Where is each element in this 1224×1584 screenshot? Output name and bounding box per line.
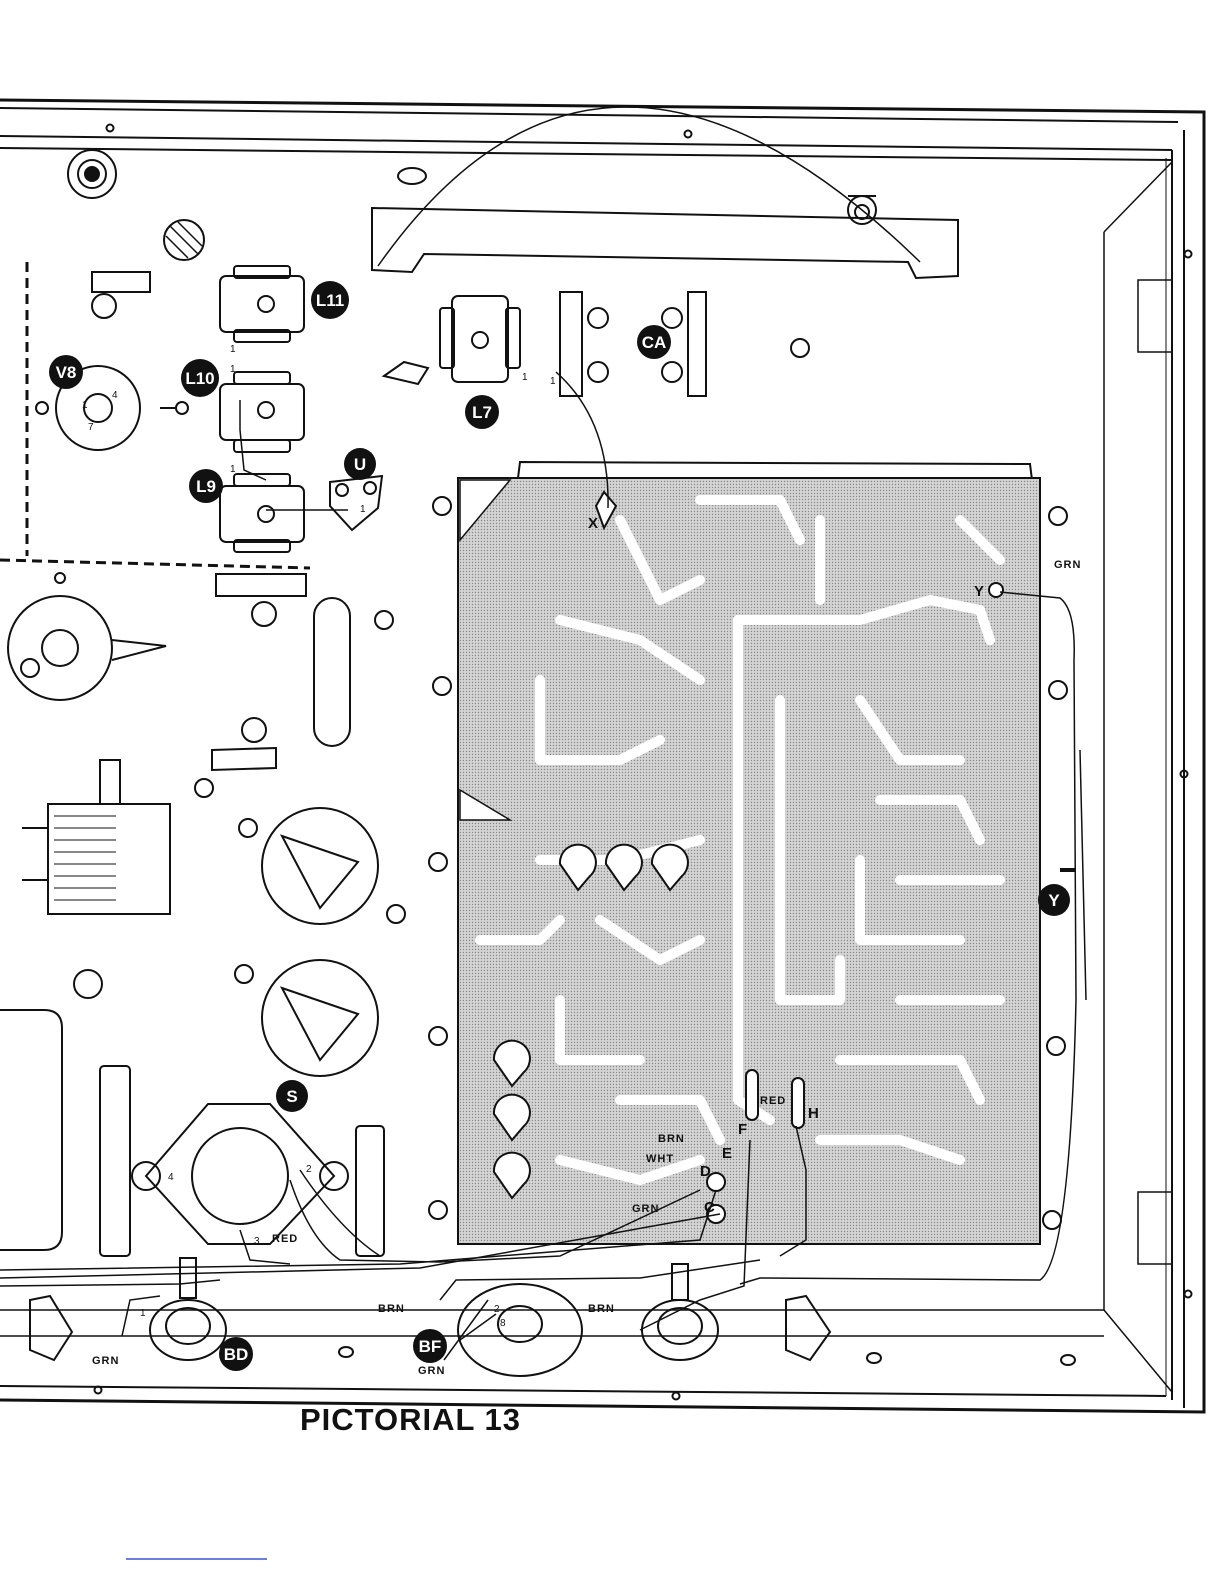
octal-tube-socket bbox=[8, 573, 166, 700]
coil-l9 bbox=[220, 474, 304, 552]
badge-v8: V8 bbox=[49, 355, 83, 389]
wire-label-grn-bd: GRN bbox=[92, 1355, 119, 1367]
point-h: H bbox=[808, 1105, 819, 1122]
svg-text:U: U bbox=[354, 455, 366, 474]
svg-text:L11: L11 bbox=[316, 291, 344, 310]
coil-l11 bbox=[220, 266, 304, 342]
s-switch bbox=[132, 1104, 348, 1244]
svg-text:Y: Y bbox=[1048, 891, 1060, 910]
svg-text:BD: BD bbox=[224, 1345, 249, 1364]
pin-l10-1: 1 bbox=[230, 364, 236, 375]
pin-s-4: 4 bbox=[168, 1172, 174, 1183]
wire-label-grn-top: GRN bbox=[1054, 559, 1081, 571]
pin-s-2: 2 bbox=[306, 1164, 312, 1175]
point-e: E bbox=[722, 1145, 732, 1162]
wire-label-red-s: RED bbox=[272, 1233, 298, 1245]
coil-l10 bbox=[220, 372, 304, 452]
point-x: X bbox=[588, 515, 598, 532]
badge-bd: BD bbox=[219, 1337, 253, 1371]
pin-v8-4: 4 bbox=[112, 390, 118, 401]
wire-label-brn-e: BRN bbox=[658, 1133, 685, 1145]
top-bracket bbox=[372, 107, 958, 278]
pin-l9-1: 1 bbox=[230, 464, 236, 475]
rotary-switch bbox=[22, 760, 170, 914]
u-socket bbox=[330, 476, 382, 530]
badge-u: U bbox=[344, 448, 376, 480]
pictorial-caption: PICTORIAL 13 bbox=[300, 1402, 570, 1438]
badge-s: S bbox=[276, 1080, 308, 1112]
point-f: F bbox=[738, 1121, 747, 1138]
pin-bd-1: 1 bbox=[140, 1308, 146, 1319]
point-y: Y bbox=[974, 583, 984, 600]
point-c: C bbox=[704, 1199, 715, 1216]
point-d: D bbox=[700, 1163, 711, 1180]
wire-label-grn-c: GRN bbox=[632, 1203, 659, 1215]
pin-bf-8: 8 bbox=[500, 1318, 506, 1329]
pin-v8-1: 1 bbox=[82, 400, 88, 411]
badge-l9: L9 bbox=[189, 469, 223, 503]
pin-bf-2: 2 bbox=[494, 1304, 500, 1315]
wire-label-wht-d: WHT bbox=[646, 1153, 674, 1165]
pin-l7-1a: 1 bbox=[522, 372, 528, 383]
wire-label-brn-left: BRN bbox=[378, 1303, 405, 1315]
pin-v8-7: 7 bbox=[88, 422, 94, 433]
svg-text:S: S bbox=[286, 1087, 297, 1106]
svg-text:L7: L7 bbox=[472, 403, 492, 422]
svg-text:BF: BF bbox=[419, 1337, 442, 1356]
badge-l10: L10 bbox=[181, 359, 219, 397]
badge-ca: CA bbox=[637, 325, 671, 359]
wire-label-red-h: RED bbox=[760, 1095, 786, 1107]
svg-text:CA: CA bbox=[642, 333, 667, 352]
pin-s-3: 3 bbox=[254, 1236, 260, 1247]
printed-circuit-board bbox=[458, 462, 1040, 1244]
coil-l7 bbox=[384, 296, 520, 384]
badge-y: Y bbox=[1038, 884, 1070, 916]
badge-bf: BF bbox=[413, 1329, 447, 1363]
svg-text:L10: L10 bbox=[185, 369, 214, 388]
svg-text:V8: V8 bbox=[56, 363, 77, 382]
svg-text:L9: L9 bbox=[196, 477, 216, 496]
pin-u-1: 1 bbox=[360, 504, 366, 515]
bf-socket bbox=[458, 1284, 582, 1376]
pin-l11-1: 1 bbox=[230, 344, 236, 355]
badge-l11: L11 bbox=[311, 281, 349, 319]
wire-label-grn-bf: GRN bbox=[418, 1365, 445, 1377]
lower-right-control bbox=[642, 1264, 718, 1360]
pin-l7-1b: 1 bbox=[550, 376, 556, 387]
wire-label-brn-right: BRN bbox=[588, 1303, 615, 1315]
footer-line bbox=[126, 1558, 267, 1560]
badge-l7: L7 bbox=[465, 395, 499, 429]
